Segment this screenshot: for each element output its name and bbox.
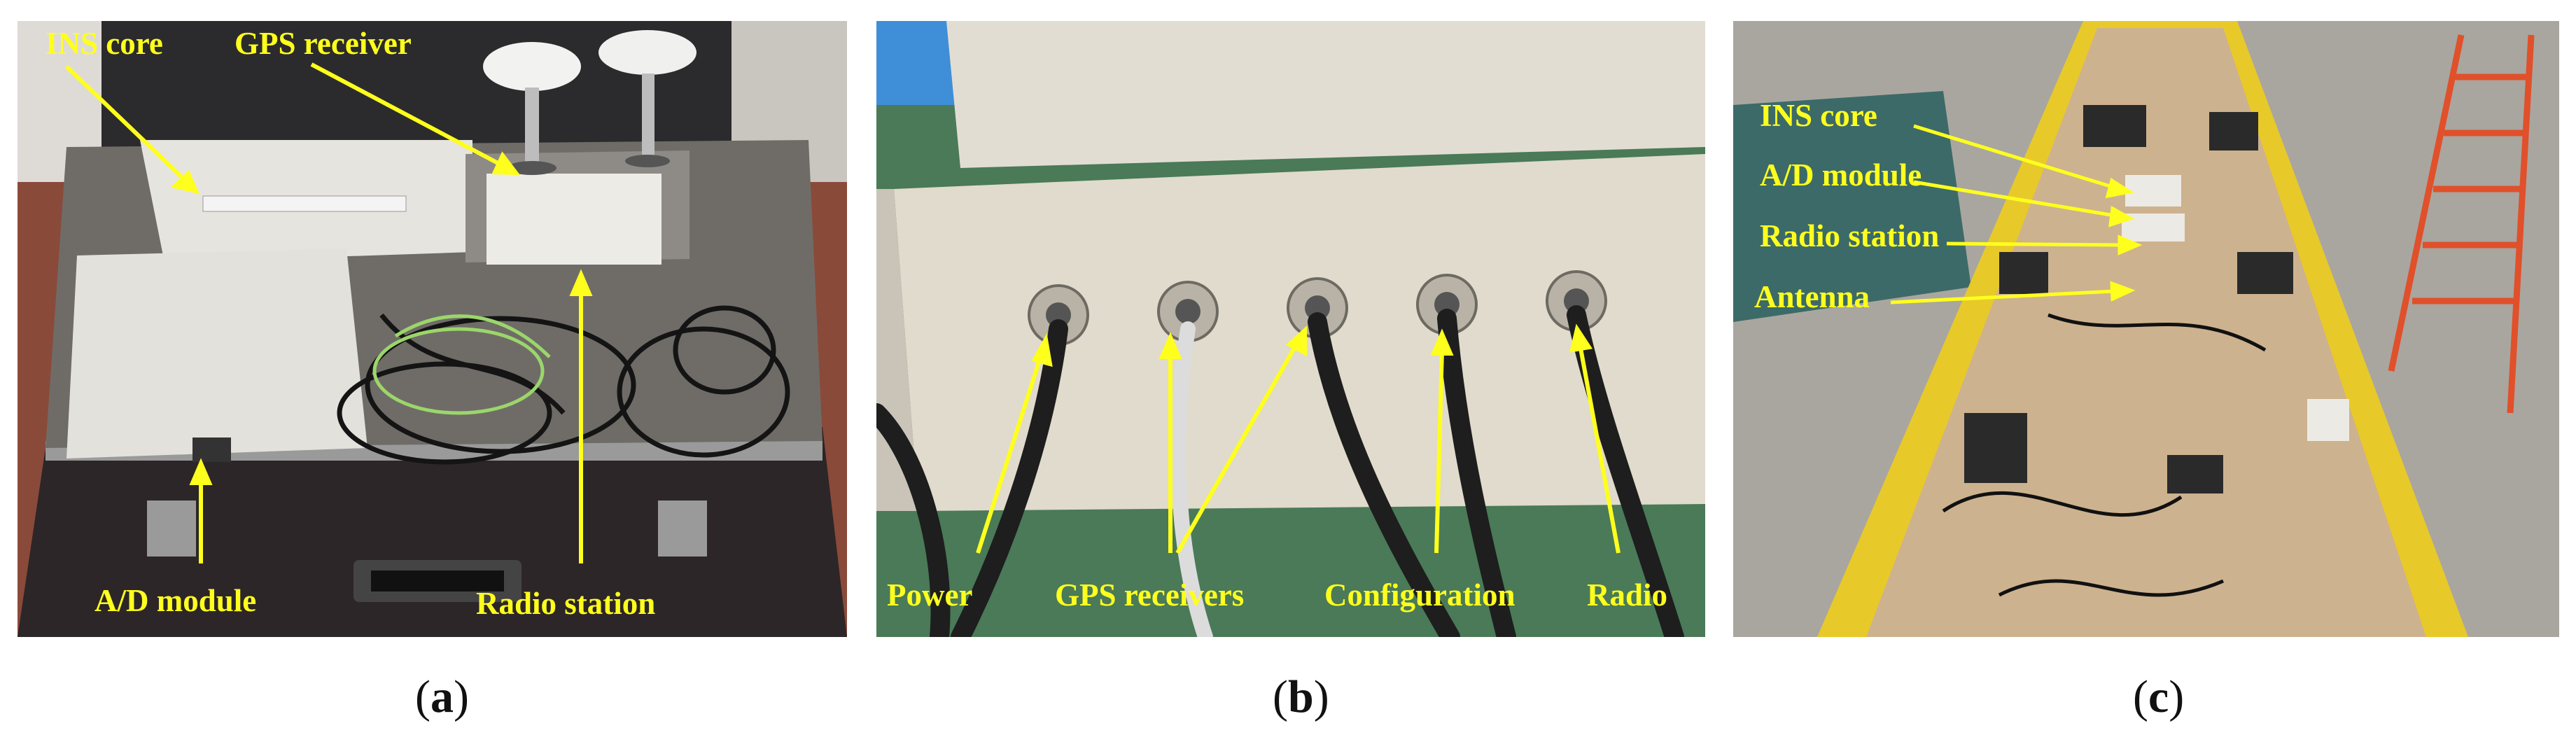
label-ins-core: INS core <box>1760 98 1877 133</box>
caption-b: (b) <box>1273 671 1329 722</box>
label-gps-receiver: GPS receiver <box>234 26 412 61</box>
label-ad-module: A/D module <box>94 583 257 618</box>
label-ad-module: A/D module <box>1760 158 1922 192</box>
photo-test-platform <box>1733 21 2559 637</box>
caption-a: (a) <box>415 671 469 722</box>
photo-panel-b: Power GPS receivers Configuration Radio <box>876 21 1705 637</box>
label-ins-core: INS core <box>46 26 163 61</box>
label-radio-station: Radio station <box>476 586 656 621</box>
label-radio-station: Radio station <box>1760 218 1940 253</box>
caption-c: (c) <box>2133 671 2185 722</box>
label-configuration: Configuration <box>1324 578 1516 612</box>
photo-connector-panel <box>876 21 1705 637</box>
photo-panel-c: INS core A/D module Radio station Antenn… <box>1733 21 2559 637</box>
photo-panel-a: INS core GPS receiver A/D module Radio s… <box>18 21 847 637</box>
label-antenna: Antenna <box>1754 279 1870 314</box>
label-radio: Radio <box>1587 578 1668 612</box>
label-gps-receivers: GPS receivers <box>1055 578 1245 612</box>
photo-equipment-case <box>18 21 847 637</box>
label-power: Power <box>887 578 973 612</box>
